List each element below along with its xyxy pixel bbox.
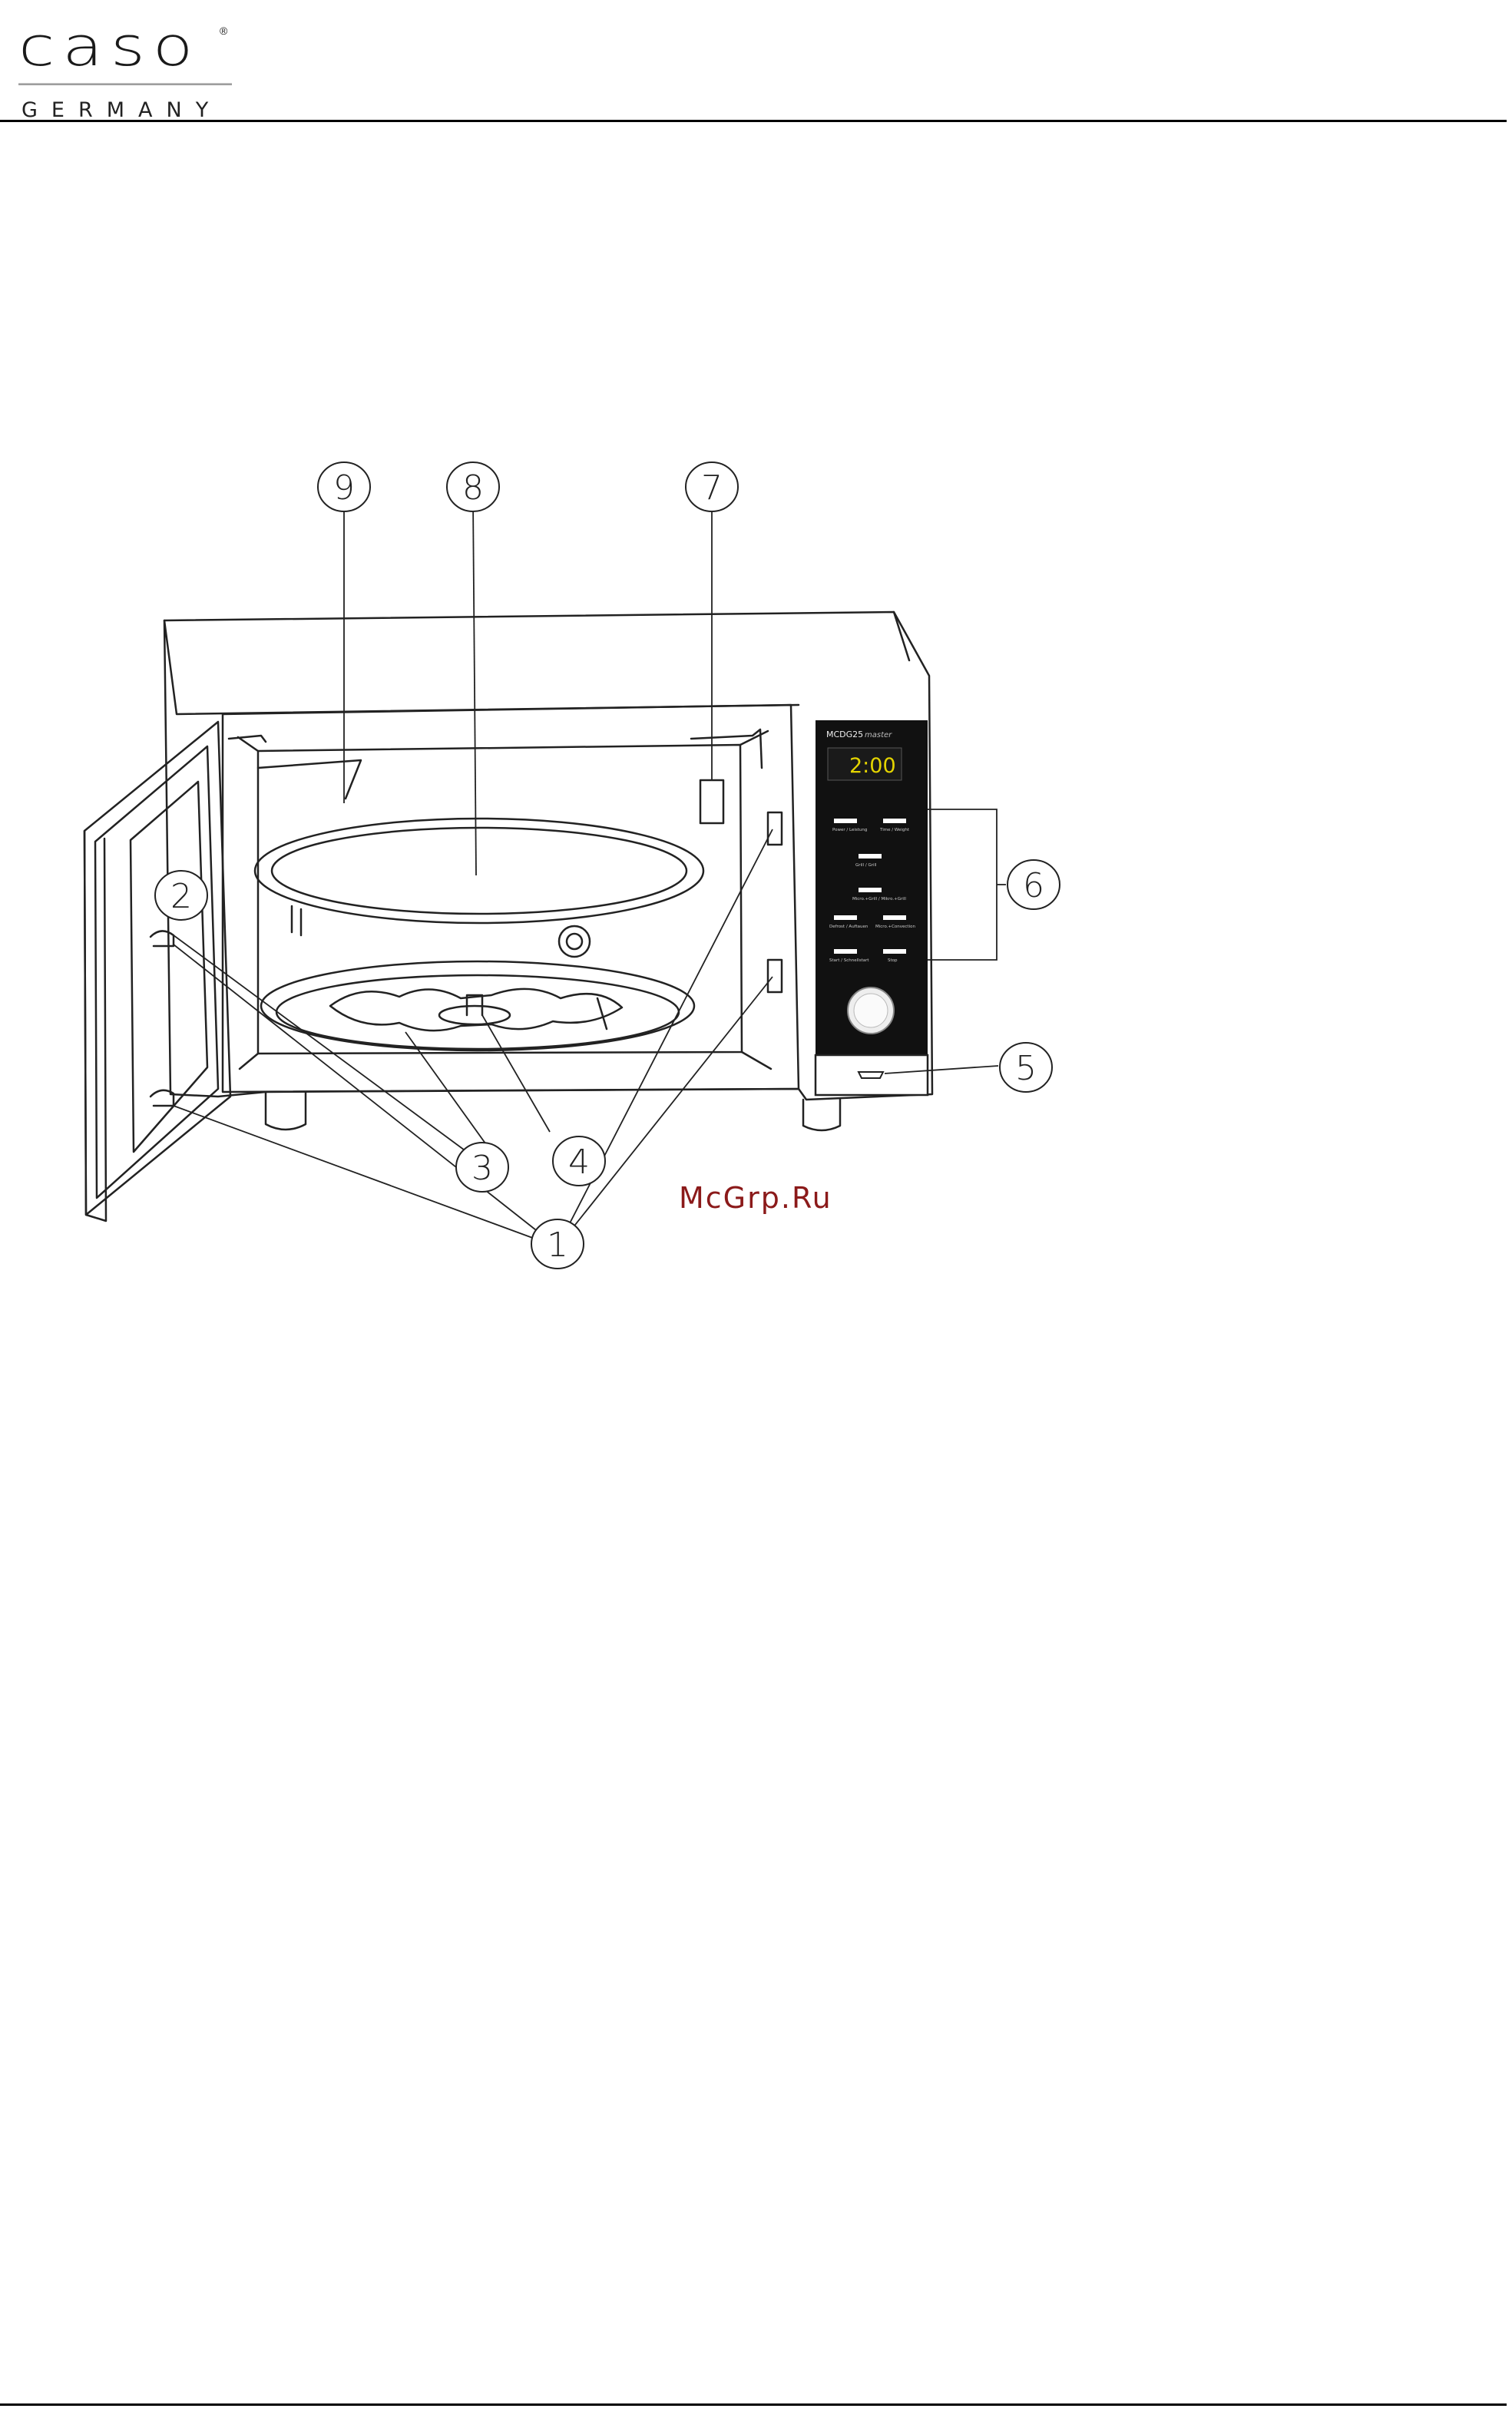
callout-label-2: 2: [170, 877, 192, 916]
callout-label-5: 5: [1015, 1049, 1037, 1088]
panel-model: MCDG25: [826, 729, 863, 739]
registered-mark: ®: [220, 25, 227, 37]
callout-label-7: 7: [701, 468, 723, 508]
grill-rack: [255, 819, 703, 923]
button-label-micro-grill: Micro.+Grill / Mikro.+Grill: [852, 897, 906, 901]
callout-label-4: 4: [568, 1143, 590, 1182]
brand-logo: caso ® GERMANY: [18, 20, 241, 135]
callout-label-6: 6: [1023, 866, 1044, 905]
brand-wordmark: caso: [18, 20, 200, 74]
footer-rule: [0, 2403, 1507, 2406]
watermark-link[interactable]: McGrp.Ru: [679, 1181, 832, 1215]
button-label-micro-convection: Micro.+Convection: [875, 925, 915, 929]
control-panel: MCDG25 master 2:00 Power / Leistung Time…: [816, 720, 928, 1095]
callout-label-8: 8: [462, 468, 484, 508]
panel-model-suffix: master: [865, 731, 892, 739]
button-label-stop: Stop: [888, 958, 898, 963]
button-label-power: Power / Leistung: [832, 828, 867, 832]
button-label-defrost: Defrost / Auftauen: [829, 925, 868, 929]
callout-label-9: 9: [333, 468, 355, 508]
button-label-start: Start / Schnellstart: [829, 958, 869, 963]
button-label-time-weight: Time / Weight: [879, 828, 910, 832]
waveguide-cover: [700, 780, 723, 823]
brand-subtitle: GERMANY: [22, 98, 222, 122]
panel-display-time: 2:00: [849, 754, 896, 778]
callout-label-1: 1: [547, 1226, 568, 1265]
header-rule: [0, 120, 1507, 122]
microwave-diagram: MCDG25 master 2:00 Power / Leistung Time…: [0, 430, 1090, 1290]
callout-label-3: 3: [471, 1149, 493, 1188]
button-label-grill: Grill / Grill: [855, 863, 877, 868]
logo-divider: [18, 83, 232, 85]
turntable-coupler: [439, 1006, 510, 1024]
